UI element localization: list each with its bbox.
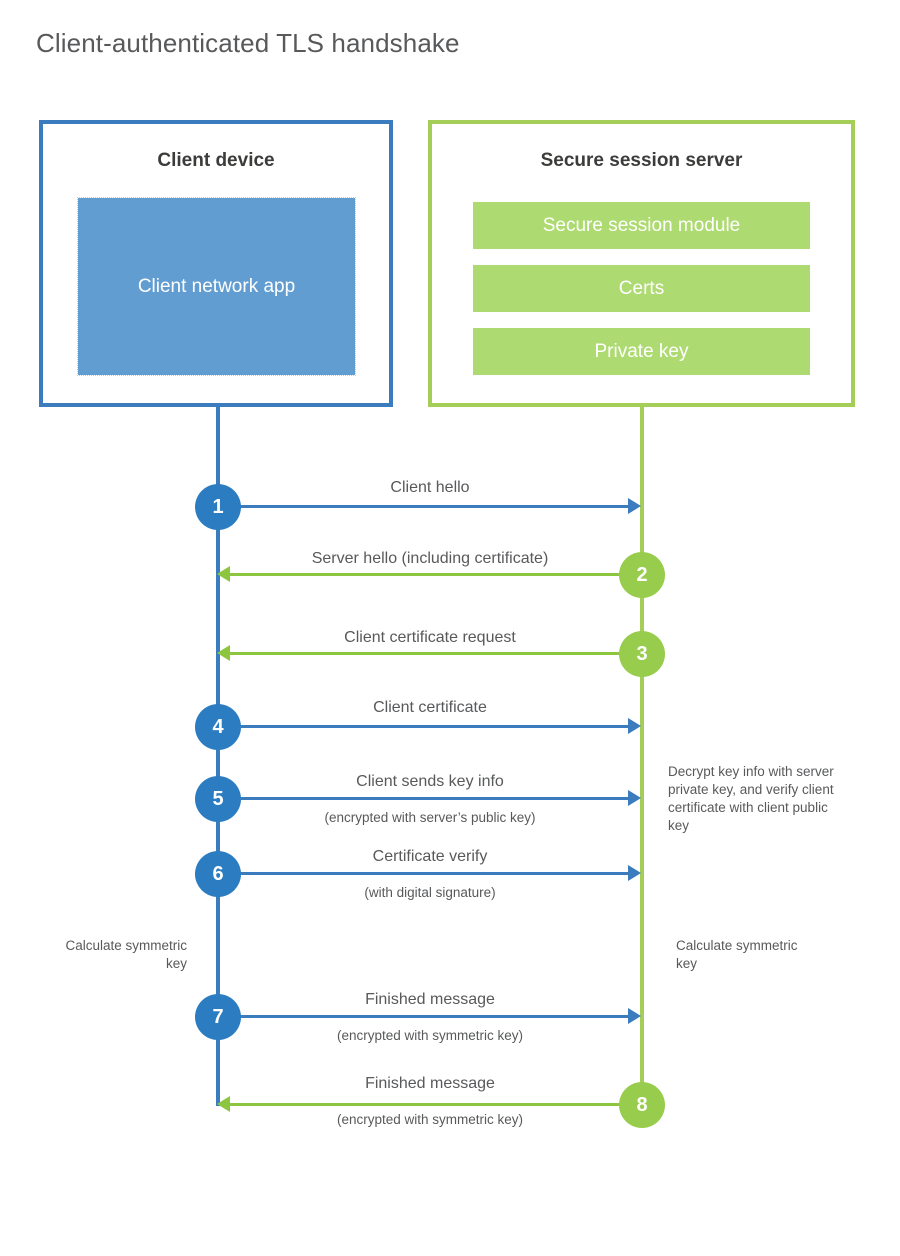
page-title: Client-authenticated TLS handshake xyxy=(36,28,460,58)
step-4-arrow-line xyxy=(218,725,630,728)
step-3-label: Client certificate request xyxy=(344,629,516,646)
step-6-sublabel: (with digital signature) xyxy=(364,885,496,900)
step-6-marker[interactable]: 6 xyxy=(195,851,241,897)
server-component-secure-session-module: Secure session module xyxy=(473,202,810,249)
step-4-marker[interactable]: 4 xyxy=(195,704,241,750)
step-3-marker[interactable]: 3 xyxy=(619,631,665,677)
client-lifeline xyxy=(216,406,220,1106)
step-7-label: Finished message xyxy=(365,991,495,1008)
step-4-label: Client certificate xyxy=(373,699,487,716)
secure-session-server-title: Secure session server xyxy=(540,150,743,171)
step-1-arrow-head xyxy=(628,498,641,514)
step-7-marker[interactable]: 7 xyxy=(195,994,241,1040)
step-2-marker[interactable]: 2 xyxy=(619,552,665,598)
server-component-private-key: Private key xyxy=(473,328,810,375)
step-3-arrow-head xyxy=(217,645,230,661)
client-device-box: Client device Client network app xyxy=(39,120,393,407)
step-8-label: Finished message xyxy=(365,1075,495,1092)
step-3-arrow-line xyxy=(230,652,642,655)
client-device-title: Client device xyxy=(157,150,275,171)
server-decrypt-annotation: Decrypt key info with server private key… xyxy=(668,764,834,833)
step-6-label: Certificate verify xyxy=(372,848,488,865)
server-lifeline xyxy=(640,406,644,1106)
step-8-marker[interactable]: 8 xyxy=(619,1082,665,1128)
step-5-arrow-line xyxy=(218,797,630,800)
client-calculate-symmetric-key-annotation: Calculate symmetric key xyxy=(65,938,187,971)
step-2-arrow-line xyxy=(230,573,642,576)
step-1-arrow-line xyxy=(218,505,630,508)
step-8-arrow-head xyxy=(217,1096,230,1112)
server-calculate-symmetric-key-annotation: Calculate symmetric key xyxy=(676,938,798,971)
step-8-arrow-line xyxy=(230,1103,642,1106)
step-4-arrow-head xyxy=(628,718,641,734)
client-network-app-block: Client network app xyxy=(77,197,356,376)
step-2-arrow-head xyxy=(217,566,230,582)
step-7-arrow-line xyxy=(218,1015,630,1018)
step-7-sublabel: (encrypted with symmetric key) xyxy=(336,1028,524,1043)
step-5-sublabel: (encrypted with server’s public key) xyxy=(324,810,536,825)
step-6-arrow-head xyxy=(628,865,641,881)
server-component-certs: Certs xyxy=(473,265,810,312)
step-5-label: Client sends key info xyxy=(356,773,504,790)
step-1-label: Client hello xyxy=(390,479,470,496)
step-8-sublabel: (encrypted with symmetric key) xyxy=(336,1112,524,1127)
step-1-marker[interactable]: 1 xyxy=(195,484,241,530)
step-2-label: Server hello (including certificate) xyxy=(311,550,549,567)
step-5-marker[interactable]: 5 xyxy=(195,776,241,822)
step-5-arrow-head xyxy=(628,790,641,806)
secure-session-server-box: Secure session server Secure session mod… xyxy=(428,120,855,407)
step-7-arrow-head xyxy=(628,1008,641,1024)
step-6-arrow-line xyxy=(218,872,630,875)
